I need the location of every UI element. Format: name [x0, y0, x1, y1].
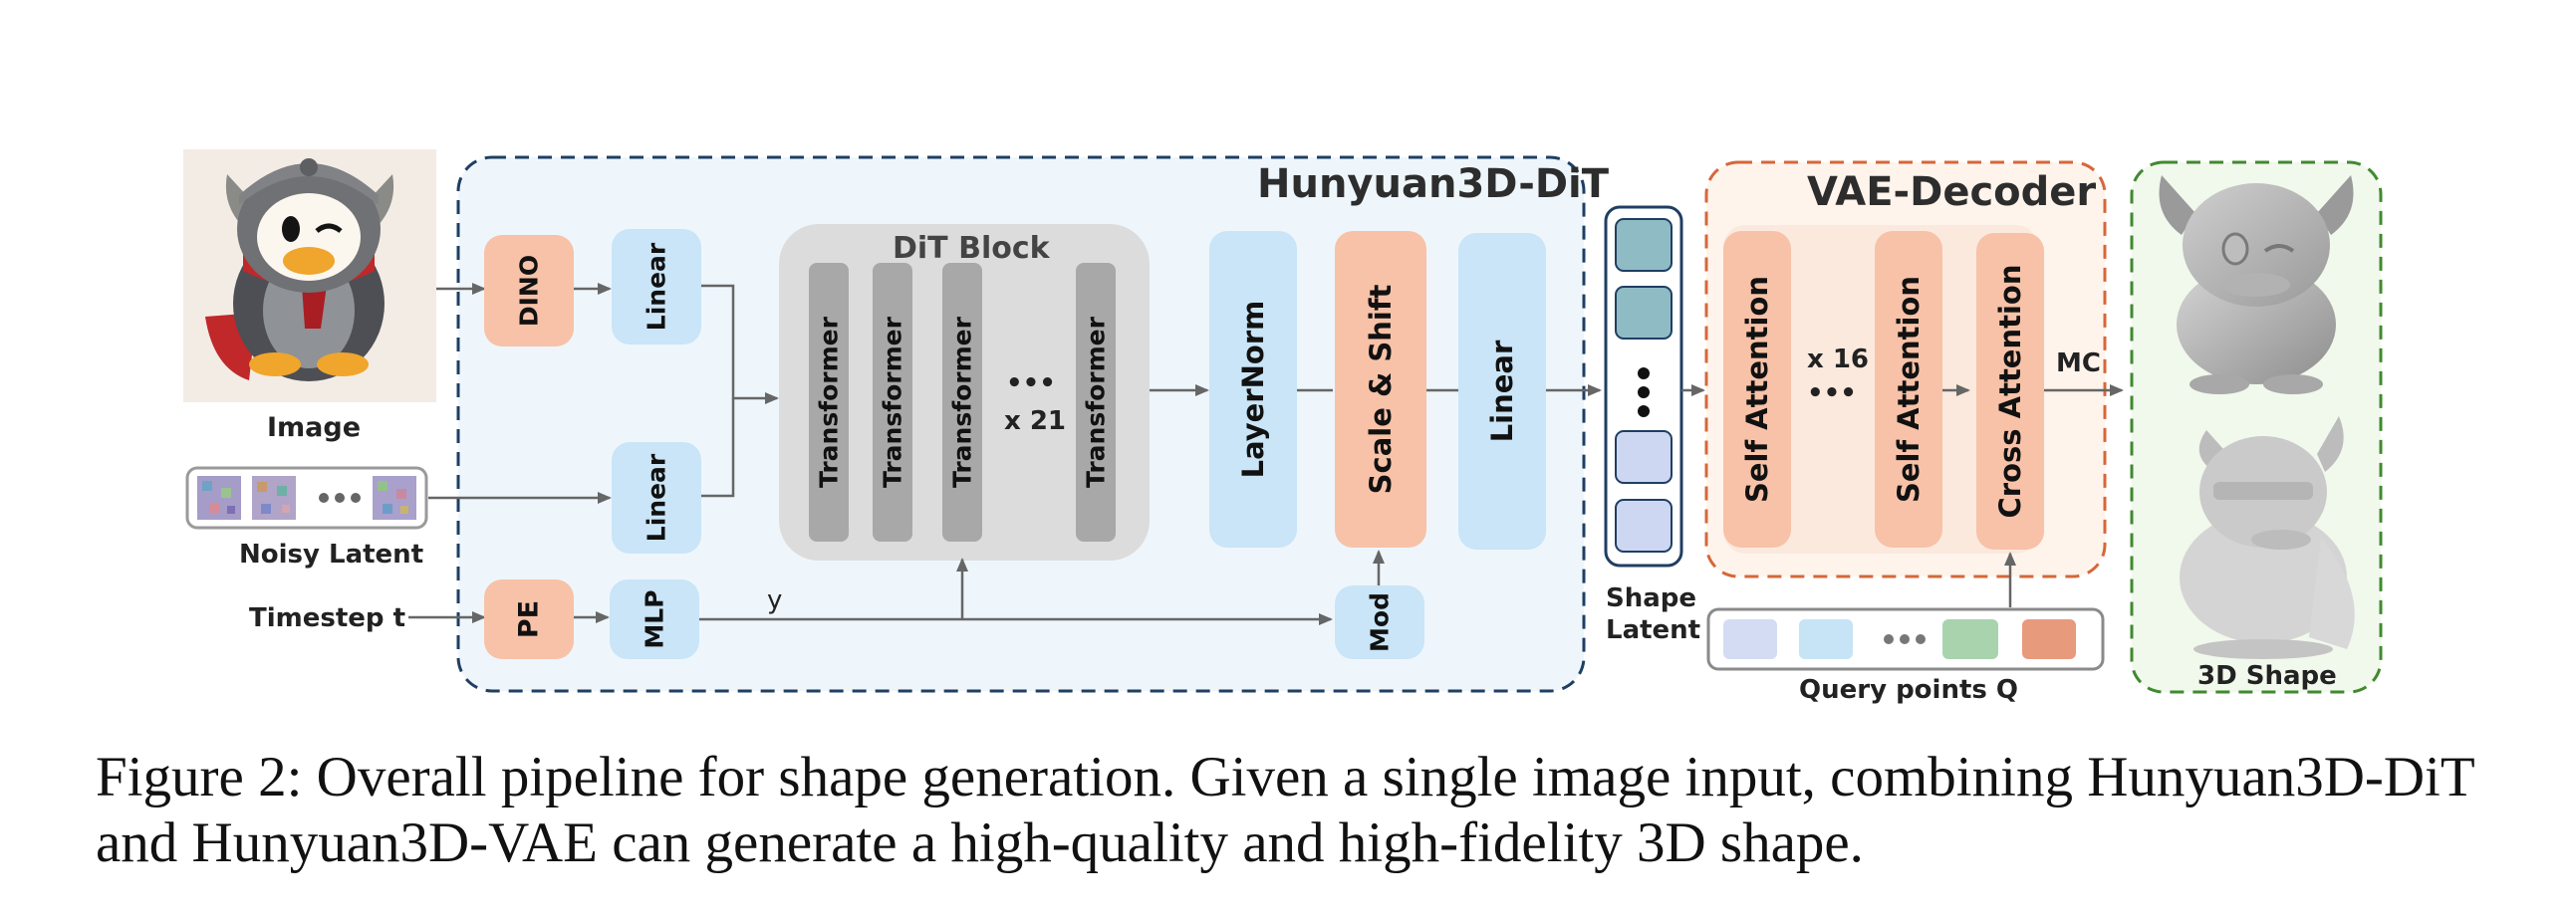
vae-title: VAE-Decoder — [1807, 169, 2097, 215]
linear-label-output: Linear — [1485, 340, 1519, 443]
mod-box: Mod — [1335, 585, 1424, 659]
mlp-box: MLP — [610, 579, 699, 659]
transformer-label-4: Transformer — [1081, 317, 1111, 488]
transformer-label-2: Transformer — [878, 317, 907, 488]
shape-latent-label-1: Shape — [1606, 583, 1697, 613]
transformer-bar-3: Transformer — [942, 263, 982, 542]
self-attention-box-1: Self Attention — [1723, 231, 1791, 548]
y-label: y — [767, 585, 783, 615]
linear-box-image: Linear — [612, 229, 701, 345]
timestep-label: Timestep t — [249, 603, 406, 633]
transformer-label-3: Transformer — [947, 317, 977, 488]
dino-box: DINO — [484, 235, 574, 346]
self-attention-label-2: Self Attention — [1892, 275, 1926, 504]
scale-shift-label: Scale & Shift — [1364, 284, 1398, 495]
input-image — [183, 149, 436, 402]
noisy-latent-tokens — [185, 466, 428, 530]
dit-dots: ••• — [1006, 368, 1056, 398]
linear-box-output: Linear — [1458, 233, 1546, 550]
cross-attention-label: Cross Attention — [1993, 264, 2027, 519]
scale-shift-box: Scale & Shift — [1335, 231, 1426, 548]
figure-caption: Figure 2: Overall pipeline for shape gen… — [96, 746, 2474, 874]
shape-latent-column — [1604, 205, 1683, 568]
image-label: Image — [267, 412, 362, 443]
self-attention-box-2: Self Attention — [1875, 231, 1942, 548]
cross-attention-box: Cross Attention — [1976, 233, 2044, 550]
linear-box-latent: Linear — [612, 442, 701, 554]
shape-3d-label: 3D Shape — [2197, 661, 2337, 691]
dino-label: DINO — [514, 254, 544, 328]
dit-block-title: DiT Block — [893, 231, 1050, 266]
vae-dots: ••• — [1807, 378, 1857, 408]
repeat-21-label: x 21 — [1004, 406, 1067, 436]
query-points-tokens — [1706, 607, 2105, 671]
linear-label-image: Linear — [642, 242, 671, 332]
query-points-label: Query points Q — [1799, 675, 2019, 705]
transformer-bar-4: Transformer — [1076, 263, 1116, 542]
transformer-bar-1: Transformer — [809, 263, 849, 542]
pe-box: PE — [484, 579, 574, 659]
mc-label: MC — [2056, 348, 2101, 378]
layernorm-label: LayerNorm — [1236, 300, 1270, 479]
self-attention-label-1: Self Attention — [1740, 275, 1774, 504]
noisy-latent-label: Noisy Latent — [239, 540, 424, 570]
mlp-label: MLP — [640, 589, 669, 649]
connector-lines — [408, 283, 2124, 625]
transformer-bar-2: Transformer — [873, 263, 912, 542]
shape-render-bottom — [2180, 416, 2355, 659]
pe-label: PE — [513, 599, 545, 639]
transformer-label-1: Transformer — [814, 317, 844, 488]
shape-latent-label-2: Latent — [1606, 615, 1701, 645]
layernorm-box: LayerNorm — [1209, 231, 1297, 548]
mod-label: Mod — [1365, 592, 1395, 652]
linear-label-latent: Linear — [642, 453, 671, 543]
dit-title: Hunyuan3D-DiT — [1257, 161, 1610, 207]
shape-render-top — [2159, 175, 2354, 394]
repeat-16-label: x 16 — [1807, 345, 1870, 374]
